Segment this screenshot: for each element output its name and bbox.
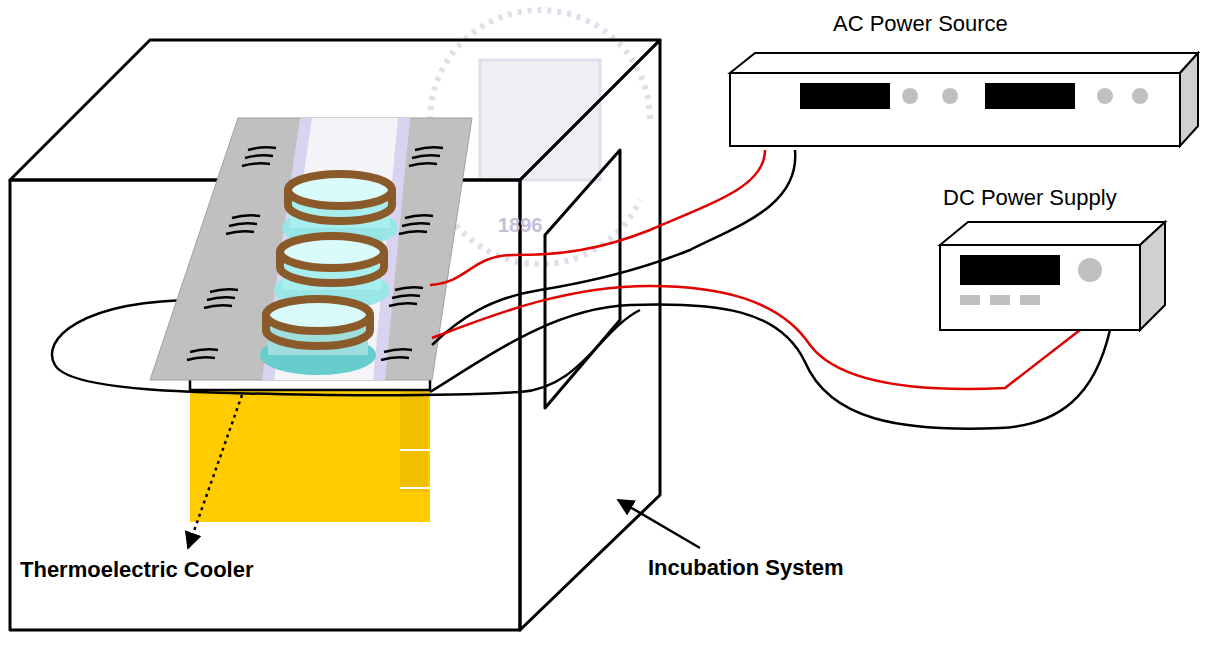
wire bbox=[52, 300, 640, 395]
electrode-strip bbox=[262, 118, 410, 380]
petri-dish bbox=[260, 299, 376, 375]
cable-port bbox=[545, 150, 620, 408]
electrode-plate bbox=[150, 118, 472, 380]
field-marks bbox=[187, 147, 443, 360]
part-label: Incubation System bbox=[648, 556, 844, 580]
incubator-cube bbox=[10, 40, 660, 630]
power-device: AC Power Source bbox=[725, 6, 1210, 158]
leader-arrow bbox=[618, 500, 700, 548]
device-name: DC Power Supply bbox=[943, 186, 1117, 210]
leader-arrow bbox=[188, 395, 242, 548]
part-label: Thermoelectric Cooler bbox=[20, 558, 254, 582]
power-device: DC Power Supply bbox=[935, 182, 1175, 334]
watermark: 1896 bbox=[498, 214, 543, 236]
device-name: AC Power Source bbox=[833, 12, 1008, 36]
